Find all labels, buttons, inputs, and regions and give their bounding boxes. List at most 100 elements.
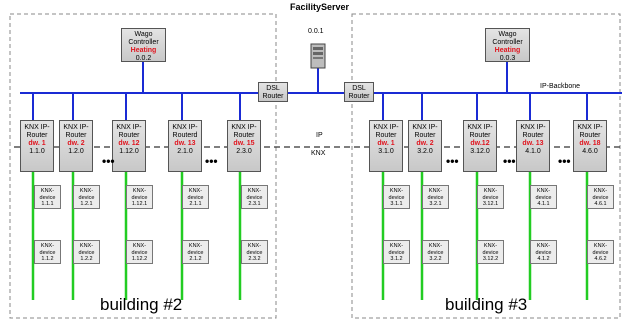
device-text: KNX- <box>40 243 55 249</box>
ip-backbone-label: IP-Backbone <box>540 83 581 90</box>
controller-line1: Wago <box>498 31 517 38</box>
device-text: device <box>388 249 405 256</box>
router-line1: KNX IP- <box>520 124 546 131</box>
router-address: 2.3.0 <box>236 148 252 155</box>
router-line1: KNX IP- <box>116 124 142 131</box>
wago-controller-building-3: Wago Controller Heating 0.0.3 <box>485 28 530 62</box>
router-line2: Router <box>118 132 140 139</box>
building-2-frame <box>9 13 277 319</box>
device-text: 2.3.2 <box>248 256 261 262</box>
controller-line1: Wago <box>134 31 153 38</box>
router-address: 3.12.0 <box>470 148 490 155</box>
router-name: dw. 1 <box>377 140 395 147</box>
device-text: 1.2.1 <box>80 201 93 207</box>
device-text: KNX- <box>132 243 147 249</box>
router-address: 3.2.0 <box>417 148 433 155</box>
router-line2: Router <box>414 132 436 139</box>
device-text: device <box>131 249 148 256</box>
device-text: device <box>187 249 204 256</box>
facility-server-name: FacilityServer <box>290 2 350 12</box>
router-line1: KNX IP- <box>63 124 89 131</box>
router-address: 1.12.0 <box>119 148 139 155</box>
device-text: device <box>482 194 499 201</box>
router-address: 4.1.0 <box>525 148 541 155</box>
device-text: device <box>131 194 148 201</box>
dsl-router-line1: DSL <box>266 85 280 92</box>
router-address: 2.1.0 <box>177 148 193 155</box>
device-text: 1.1.1 <box>41 201 54 207</box>
device-text: device <box>535 249 552 256</box>
device-text: device <box>592 249 609 256</box>
device-text: KNX- <box>593 243 608 249</box>
dsl-router-line1: DSL <box>352 85 366 92</box>
router-name: dw. 1 <box>28 140 46 147</box>
device-text: 1.12.1 <box>131 201 148 207</box>
device-text: KNX- <box>188 243 203 249</box>
device-text: KNX- <box>247 243 262 249</box>
device-text: KNX- <box>536 188 551 194</box>
wago-controller-building-2: Wago Controller Heating 0.0.2 <box>121 28 166 62</box>
device-text: 3.1.2 <box>390 256 403 262</box>
device-text: 2.1.1 <box>189 201 202 207</box>
device-text: KNX- <box>389 243 404 249</box>
device-text: 1.2.2 <box>80 256 93 262</box>
device-text: KNX- <box>483 188 498 194</box>
router-line1: KNX IP- <box>231 124 257 131</box>
ellipsis-b2b: ••• <box>205 154 218 168</box>
router-line1: KNX IP- <box>412 124 438 131</box>
controller-address: 0.0.3 <box>499 55 516 62</box>
ellipsis-b3b: ••• <box>503 154 516 168</box>
device-text: KNX- <box>428 243 443 249</box>
router-name: dw. 15 <box>233 140 255 147</box>
device-text: KNX- <box>428 188 443 194</box>
device-text: device <box>78 249 95 256</box>
router-line2: Router <box>522 132 544 139</box>
device-text: device <box>39 249 56 256</box>
router-line1: KNX IP- <box>172 124 198 131</box>
ellipsis-b3c: ••• <box>558 154 571 168</box>
router-address: 1.1.0 <box>29 148 45 155</box>
device-text: 3.2.1 <box>429 201 442 207</box>
device-text: KNX- <box>79 188 94 194</box>
router-line1: KNX IP- <box>24 124 50 131</box>
device-text: 4.1.1 <box>537 201 550 207</box>
device-text: KNX- <box>132 188 147 194</box>
router-name: dw. 12 <box>118 140 140 147</box>
device-text: KNX- <box>247 188 262 194</box>
device-text: device <box>78 194 95 201</box>
device-text: 3.1.1 <box>390 201 403 207</box>
device-text: device <box>427 249 444 256</box>
facility-server-address: 0.0.1 <box>308 28 324 35</box>
device-text: KNX- <box>40 188 55 194</box>
knx-label: KNX <box>311 150 326 157</box>
router-address: 3.1.0 <box>378 148 394 155</box>
router-line1: KNX IP- <box>467 124 493 131</box>
server-icon <box>310 43 326 69</box>
router-name: dw. 13 <box>522 140 544 147</box>
device-text: device <box>388 194 405 201</box>
router-line2: Router <box>233 132 255 139</box>
router-line2: Router <box>65 132 87 139</box>
router-name: dw. 2 <box>67 140 85 147</box>
controller-line2: Controller <box>128 39 159 46</box>
device-text: KNX- <box>79 243 94 249</box>
controller-line2: Controller <box>492 39 523 46</box>
controller-role: Heating <box>130 47 157 54</box>
